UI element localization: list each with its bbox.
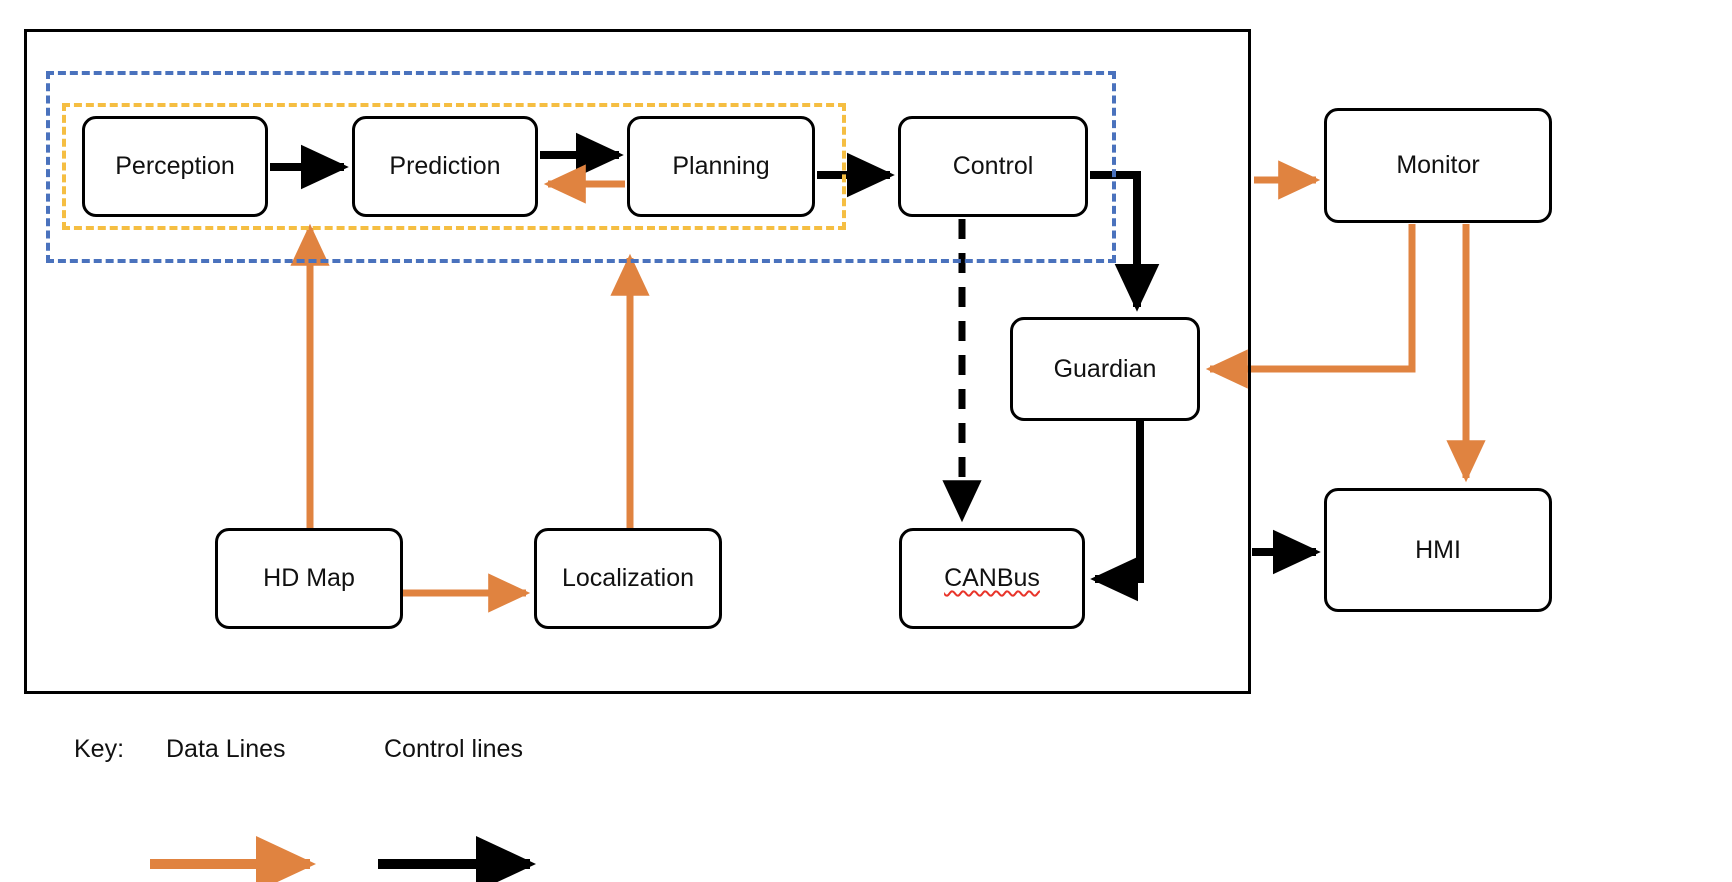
- node-hmi[interactable]: HMI: [1324, 488, 1552, 612]
- node-planning[interactable]: Planning: [627, 116, 815, 217]
- key-data-line-label: Data Lines: [166, 735, 286, 763]
- edge-monitor-to-guardian: [1205, 224, 1416, 389]
- node-canbus[interactable]: CANBus: [899, 528, 1085, 629]
- key-title: Key:: [74, 735, 125, 763]
- node-perception[interactable]: Perception: [82, 116, 268, 217]
- key-control-line-label: Control lines: [384, 735, 523, 763]
- node-prediction-label: Prediction: [389, 152, 501, 180]
- node-guardian-label: Guardian: [1053, 354, 1157, 383]
- group-boundary-yellow: [62, 103, 846, 230]
- node-hd-map-label: HD Map: [263, 564, 355, 592]
- node-planning-label: Planning: [672, 152, 770, 180]
- system-boundary-frame: [24, 29, 1251, 694]
- node-monitor[interactable]: Monitor: [1324, 108, 1552, 223]
- node-canbus-label: CANBus: [944, 564, 1040, 592]
- node-localization[interactable]: Localization: [534, 528, 722, 629]
- node-prediction[interactable]: Prediction: [352, 116, 538, 217]
- node-control-label: Control: [952, 152, 1034, 180]
- node-localization-label: Localization: [561, 564, 695, 592]
- edge-control-to-guardian: [1090, 171, 1160, 312]
- node-hmi-label: HMI: [1415, 535, 1461, 564]
- group-boundary-blue: [46, 71, 1116, 263]
- node-hd-map[interactable]: HD Map: [215, 528, 403, 629]
- node-guardian[interactable]: Guardian: [1010, 317, 1200, 421]
- node-perception-label: Perception: [115, 152, 235, 180]
- node-control[interactable]: Control: [898, 116, 1088, 217]
- edge-guardian-to-canbus: [1090, 421, 1144, 602]
- node-monitor-label: Monitor: [1396, 151, 1480, 179]
